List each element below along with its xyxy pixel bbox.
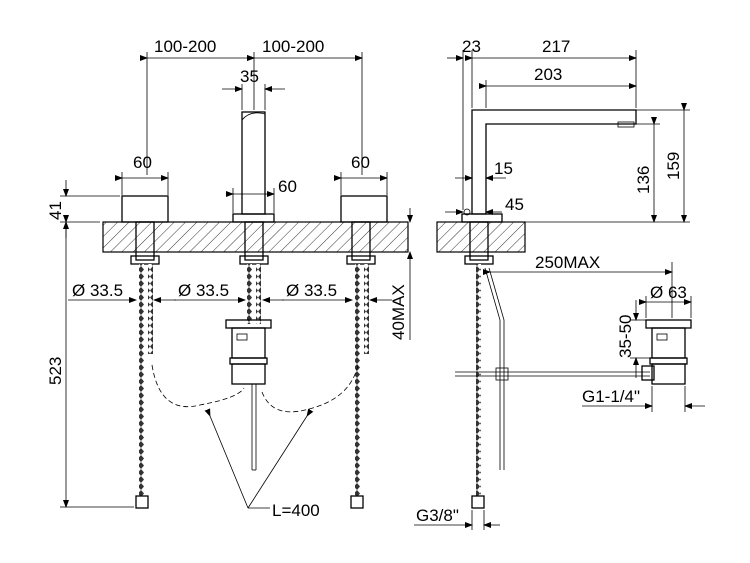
wall-label: 15 bbox=[494, 159, 513, 178]
handle-right-width-label: 60 bbox=[351, 153, 370, 172]
spacing-right-label: 100-200 bbox=[262, 37, 324, 56]
left-hose-b bbox=[148, 264, 153, 354]
spout-front bbox=[232, 111, 275, 223]
right-hose-b bbox=[364, 264, 369, 354]
left-hose-a bbox=[139, 264, 144, 496]
waste-thread-label: G1-1/4" bbox=[582, 387, 640, 406]
waste-diameter-label: Ø 63 bbox=[650, 283, 687, 302]
spout-reach-total-label: 217 bbox=[542, 37, 570, 56]
spout-base-width-label: 60 bbox=[278, 177, 297, 196]
max-thickness-label: 40MAX bbox=[389, 284, 408, 340]
left-handle-body bbox=[121, 195, 169, 223]
right-hose-fitting bbox=[350, 495, 364, 509]
waste-side bbox=[641, 319, 692, 385]
diameter-mid-label: Ø 33.5 bbox=[178, 281, 229, 300]
hose-arc-left bbox=[151, 364, 245, 407]
mid-hose-b bbox=[256, 264, 261, 324]
side-hose-fitting bbox=[471, 495, 485, 509]
outlet-height-label: 136 bbox=[634, 166, 653, 194]
countertop-side bbox=[436, 221, 526, 253]
side-hose bbox=[476, 264, 481, 496]
right-handle-body bbox=[340, 195, 388, 223]
hose-thread-label: G3/8" bbox=[416, 506, 459, 525]
spout-reach-label: 203 bbox=[534, 65, 562, 84]
diameter-left-label: Ø 33.5 bbox=[72, 281, 123, 300]
mid-hose-a bbox=[247, 264, 252, 324]
waste-range-label: 35-50 bbox=[616, 315, 635, 358]
mid-shank bbox=[244, 221, 264, 261]
spout-width-label: 35 bbox=[240, 67, 259, 86]
total-height-label: 159 bbox=[664, 152, 683, 180]
spacing-left-label: 100-200 bbox=[154, 37, 216, 56]
side-view: 23 217 203 136 159 15 45 250MAX Ø 63 bbox=[414, 37, 705, 530]
offset-label: 23 bbox=[462, 37, 481, 56]
front-view: L=400 100-200 100-200 35 60 60 60 bbox=[46, 37, 413, 520]
angle-label: 45 bbox=[505, 195, 524, 214]
max-rod-label: 250MAX bbox=[535, 253, 600, 272]
left-shank bbox=[135, 221, 155, 261]
left-hose-fitting bbox=[135, 495, 149, 509]
right-hose-a bbox=[355, 264, 360, 496]
right-shank bbox=[351, 221, 371, 261]
body-height-label: 41 bbox=[46, 201, 65, 220]
popup-rod bbox=[484, 267, 505, 470]
hose-length-dim-label: 523 bbox=[46, 357, 65, 385]
hose-arc-right bbox=[261, 364, 359, 413]
hose-length-label: L=400 bbox=[272, 501, 320, 520]
countertop-front bbox=[102, 221, 409, 253]
waste-front bbox=[225, 319, 272, 471]
handle-left-width-label: 60 bbox=[133, 153, 152, 172]
diameter-right-label: Ø 33.5 bbox=[286, 281, 337, 300]
